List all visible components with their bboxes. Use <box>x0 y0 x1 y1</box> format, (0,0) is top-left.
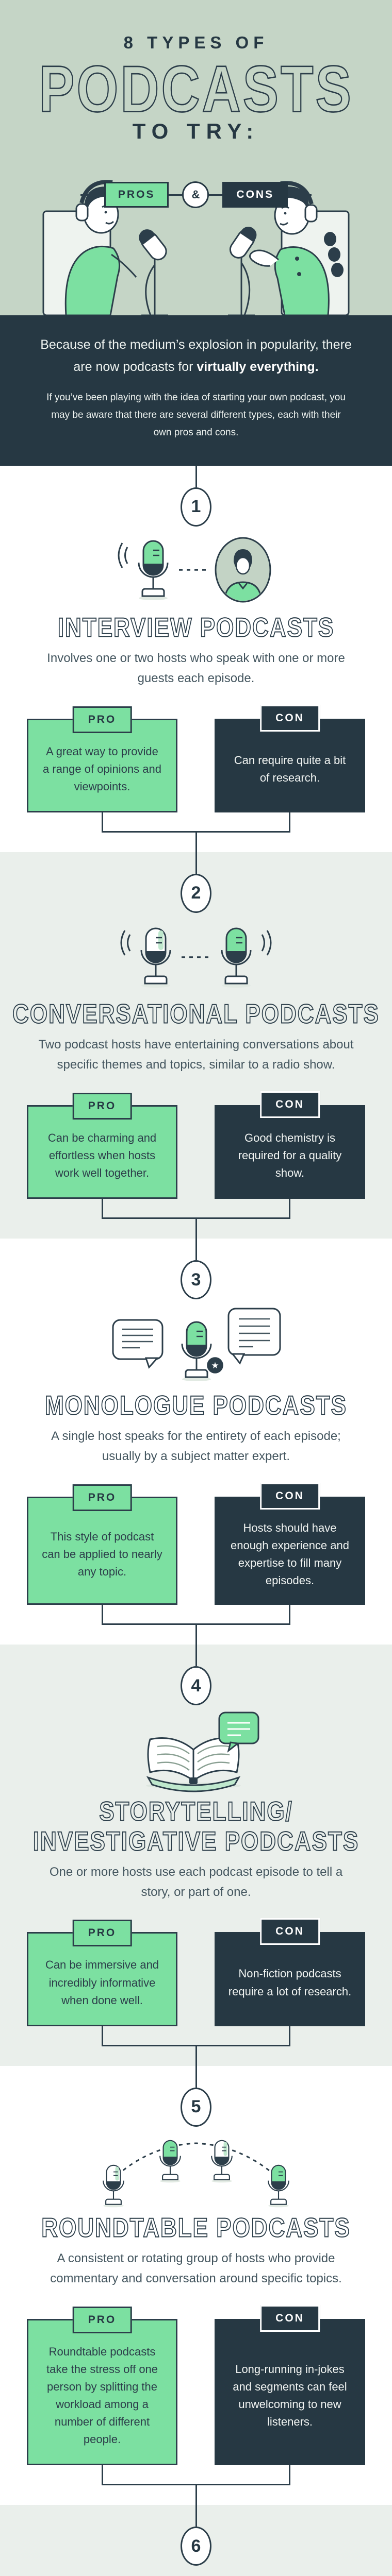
section-number-badge: 1 <box>181 487 211 527</box>
connector-line <box>195 2046 197 2066</box>
ampersand-badge: & <box>182 181 209 208</box>
intro-paragraph-2: If you’ve been playing with the idea of … <box>46 392 346 438</box>
pro-label: PRO <box>72 1920 132 1947</box>
con-label: CON <box>260 704 320 732</box>
pro-box: PRO This style of podcast can be applied… <box>27 1484 177 1605</box>
connector-line <box>195 2065 197 2088</box>
section-monologue-podcasts: 3 ★ MONOLOGUE P <box>0 1239 392 1645</box>
connector-line <box>195 1239 197 1260</box>
right-microphone <box>228 227 257 315</box>
con-label: CON <box>260 1482 320 1510</box>
pro-box: PRO A great way to provide a range of op… <box>27 706 177 812</box>
connector-join <box>102 812 290 833</box>
section-number-badge: 2 <box>181 873 211 913</box>
connector-line <box>195 2485 197 2505</box>
section-description: A consistent or rotating group of hosts … <box>50 2251 342 2285</box>
pro-label: PRO <box>72 1092 132 1120</box>
two-microphones-icon <box>120 927 272 988</box>
badge-line <box>169 194 183 196</box>
pro-con-row: PRO Roundtable podcasts take the stress … <box>0 2304 392 2466</box>
connector-join <box>102 1605 290 1625</box>
con-label: CON <box>260 1091 320 1118</box>
con-label: CON <box>260 2304 320 2332</box>
section-title: ROUNDTABLE PODCASTS <box>41 2212 351 2243</box>
page-title: PODCASTS <box>38 53 353 126</box>
section-description: One or more hosts use each podcast episo… <box>49 1865 343 1899</box>
section-storytelling-investigative-podcasts: 4 STORYTELLING/INVEST <box>0 1645 392 2066</box>
con-box: CON Non-fiction podcasts require a lot o… <box>215 1918 365 2026</box>
intro-paragraph-1-bold: virtually everything. <box>197 359 319 374</box>
pro-label: PRO <box>72 1484 132 1511</box>
header: 8 TYPES OF PODCASTS TO TRY: PROS & CONS <box>0 0 392 315</box>
microphone-speech-bubbles-icon: ★ <box>112 1308 281 1382</box>
left-microphone <box>139 229 168 315</box>
section-number-badge: 4 <box>181 1666 211 1706</box>
section-interview-podcasts: 1 INTERVIEW PODCASTS <box>0 465 392 852</box>
section-number-badge: 5 <box>181 2087 211 2127</box>
connector-line <box>195 832 197 852</box>
microphone-arc-icon <box>103 2140 289 2208</box>
pro-con-row: PRO This style of podcast can be applied… <box>0 1482 392 1605</box>
connector-line <box>195 2505 197 2527</box>
con-box: CON Hosts should have enough experience … <box>215 1482 365 1605</box>
pro-box: PRO Can be charming and effortless when … <box>27 1092 177 1199</box>
con-box: CON Long-running in-jokes and segments c… <box>215 2304 365 2466</box>
section-description: Involves one or two hosts who speak with… <box>47 651 345 685</box>
microphone-and-guest-icon <box>118 537 271 603</box>
intro-panel: Because of the medium’s explosion in pop… <box>0 315 392 466</box>
badge-line <box>209 194 223 196</box>
connector-join <box>102 1199 290 1219</box>
con-box: CON Can require quite a bit of research. <box>215 704 365 812</box>
pros-cons-badges: PROS & CONS <box>0 181 392 208</box>
header-subtitle: TO TRY: <box>132 119 260 144</box>
pro-con-row: PRO Can be charming and effortless when … <box>0 1091 392 1199</box>
connector-line <box>195 1625 197 1645</box>
header-kicker: 8 TYPES OF <box>123 33 269 52</box>
connector-join <box>102 2465 290 2486</box>
section-theatrical-podcasts: 6 THEATRICAL PODCASTS C <box>0 2505 392 2576</box>
section-title: CONVERSATIONAL PODCASTS <box>12 998 380 1029</box>
connector-line <box>195 1219 197 1239</box>
section-number-badge: 3 <box>181 1260 211 1299</box>
pro-con-row: PRO A great way to provide a range of op… <box>0 704 392 812</box>
left-host <box>64 180 137 315</box>
connector-line <box>195 852 197 874</box>
pros-badge: PROS <box>104 182 169 208</box>
cons-badge: CONS <box>222 182 288 208</box>
svg-text:★: ★ <box>211 1361 219 1370</box>
pro-box: PRO Can be immersive and incredibly info… <box>27 1920 177 2026</box>
con-label: CON <box>260 1918 320 1945</box>
badge-line <box>80 194 104 196</box>
con-box: CON Good chemistry is required for a qua… <box>215 1091 365 1199</box>
section-number-badge: 6 <box>181 2527 211 2566</box>
section-description: A single host speaks for the entirety of… <box>51 1429 341 1464</box>
connector-line <box>195 465 197 487</box>
pro-box: PRO Roundtable podcasts take the stress … <box>27 2306 177 2466</box>
badge-line <box>288 194 312 196</box>
section-title: STORYTELLING/INVESTIGATIVE PODCASTS <box>32 1797 360 1857</box>
connector-line <box>195 1645 197 1667</box>
intro-paragraph-1: Because of the medium’s explosion in pop… <box>32 334 360 378</box>
section-description: Two podcast hosts have entertaining conv… <box>38 1037 354 1072</box>
open-book-speech-bubble-icon <box>146 1711 259 1792</box>
section-title: MONOLOGUE PODCASTS <box>44 1391 348 1421</box>
theater-masks-microphone-icon <box>103 2571 289 2576</box>
pro-label: PRO <box>72 2306 132 2333</box>
intro-paragraph-1-text: Because of the medium’s explosion in pop… <box>40 337 352 374</box>
section-conversational-podcasts: 2 CONVERSATIONAL PODCASTS Two podcast ho… <box>0 852 392 1239</box>
section-roundtable-podcasts: 5 ROUNDTABLE PODCASTS A consistent or ro… <box>0 2065 392 2505</box>
connector-join <box>102 2026 290 2046</box>
pro-con-row: PRO Can be immersive and incredibly info… <box>0 1918 392 2026</box>
pro-label: PRO <box>72 706 132 733</box>
section-title: INTERVIEW PODCASTS <box>57 612 335 643</box>
